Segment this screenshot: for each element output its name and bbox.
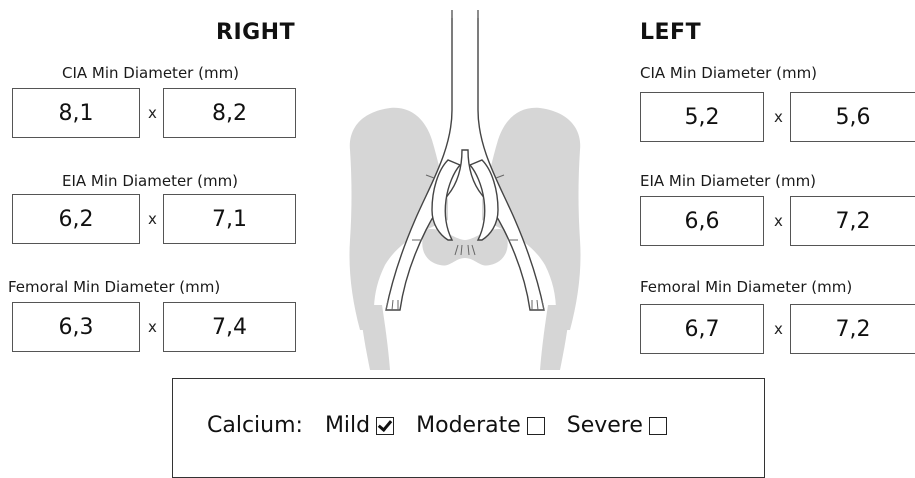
calcium-row: Calcium: Mild Moderate Severe [207,413,667,438]
left-side-title: LEFT [640,20,701,45]
left-femoral-diameter-1[interactable]: 6,7 [640,304,764,354]
right-eia-times-sign: x [148,210,157,228]
right-femoral-diameter-2[interactable]: 7,4 [163,302,296,352]
right-cia-diameter-1[interactable]: 8,1 [12,88,140,138]
left-eia-times-sign: x [774,212,783,230]
calcium-label: Calcium: [207,413,303,438]
left-femoral-label: Femoral Min Diameter (mm) [640,278,852,296]
right-femoral-times-sign: x [148,318,157,336]
right-eia-label: EIA Min Diameter (mm) [62,172,238,190]
calcium-severe-checkbox[interactable] [649,417,667,435]
calcium-mild-checkbox[interactable] [376,417,394,435]
left-cia-times-sign: x [774,108,783,126]
right-eia-diameter-2[interactable]: 7,1 [163,194,296,244]
left-cia-diameter-1[interactable]: 5,2 [640,92,764,142]
left-femoral-diameter-2[interactable]: 7,2 [790,304,915,354]
right-cia-diameter-2[interactable]: 8,2 [163,88,296,138]
left-femoral-times-sign: x [774,320,783,338]
right-cia-label: CIA Min Diameter (mm) [62,64,239,82]
calcium-option-mild-label: Mild [325,413,370,438]
left-eia-diameter-1[interactable]: 6,6 [640,196,764,246]
right-side-title: RIGHT [216,20,295,45]
calcium-option-severe-label: Severe [567,413,643,438]
left-cia-diameter-2[interactable]: 5,6 [790,92,915,142]
iliac-anatomy-diagram [330,0,600,370]
left-cia-label: CIA Min Diameter (mm) [640,64,817,82]
calcium-option-moderate-label: Moderate [416,413,521,438]
calcium-panel: Calcium: Mild Moderate Severe [172,378,765,478]
left-eia-diameter-2[interactable]: 7,2 [790,196,915,246]
right-eia-diameter-1[interactable]: 6,2 [12,194,140,244]
calcium-moderate-checkbox[interactable] [527,417,545,435]
right-femoral-diameter-1[interactable]: 6,3 [12,302,140,352]
left-eia-label: EIA Min Diameter (mm) [640,172,816,190]
right-cia-times-sign: x [148,104,157,122]
right-femoral-label: Femoral Min Diameter (mm) [8,278,220,296]
